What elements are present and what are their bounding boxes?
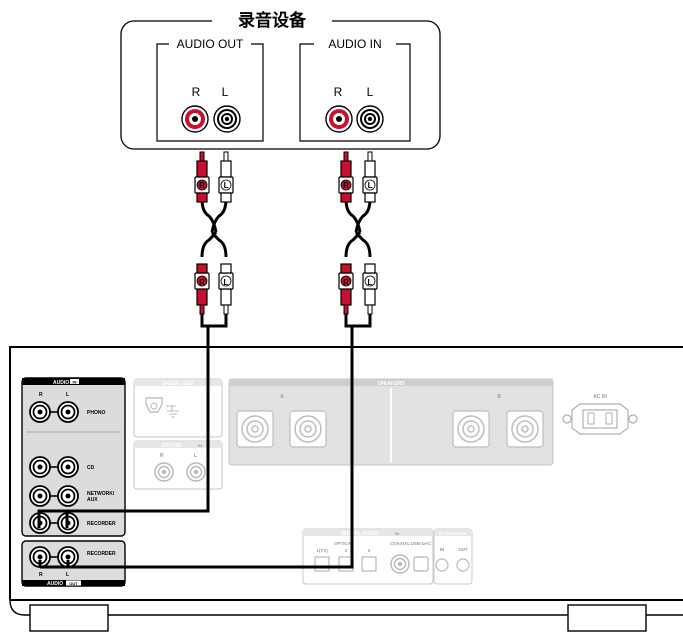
- input-recorder-label: RECORDER: [87, 521, 116, 527]
- input-aux-label: AUX: [87, 497, 98, 503]
- audio-in-r-label: R: [334, 85, 343, 99]
- ir-out-jack: [456, 558, 470, 572]
- device-outline: [120, 20, 441, 150]
- ir-in-label: IN: [440, 547, 445, 552]
- speaker-a-r-terminal: [236, 410, 274, 448]
- audio-in-l-label: L: [367, 85, 374, 99]
- audio-out-panel-label: AUDIO: [47, 581, 63, 587]
- input-cd-label: CD: [87, 465, 95, 471]
- left-foot: [29, 604, 109, 632]
- ext-pre-l-jack: [186, 462, 206, 482]
- plug-audio-in-l: L: [362, 151, 378, 203]
- plug-recorder-out-l: [362, 263, 378, 315]
- amplifier-rear-panel: AUDIO IN R L PHONO CD NETWORK/ AUX RECOR…: [9, 346, 683, 632]
- audio-out-panel: AUDIO OUT RECORDER R L: [21, 540, 126, 587]
- audio-out-l-label: L: [222, 85, 229, 99]
- audio-out-r-jack: [181, 105, 209, 133]
- plug-r-letter: R: [199, 181, 205, 190]
- speaker-a-label: A: [280, 394, 284, 400]
- right-foot: [567, 604, 647, 632]
- digital-audio-panel: DIGITAL AUDIO IN OPTICAL COAXIAL USB-DAC…: [302, 528, 434, 585]
- optical-1-port: [314, 556, 330, 572]
- audio-in-r-jack: [325, 105, 353, 133]
- signal-gnd-panel: SIGNAL GND: [133, 378, 223, 438]
- optical-3-port: [361, 556, 377, 572]
- audio-out-label: AUDIO OUT: [177, 37, 244, 51]
- coaxial-jack: [390, 554, 410, 574]
- audio-in-box: AUDIO IN R L: [299, 37, 411, 142]
- speaker-b-r-terminal: [452, 410, 490, 448]
- ir-out-label: OUT: [458, 547, 468, 552]
- ext-pre-r-jack: [154, 462, 174, 482]
- network-l-jack: [57, 485, 79, 507]
- ext-pre-r: R: [160, 453, 164, 459]
- ext-pre-badge: IN: [198, 443, 202, 448]
- digital-audio-label: DIGITAL AUDIO: [342, 531, 379, 537]
- plug-recorder-in-r: [194, 263, 210, 315]
- ir-control-label: IR CONTROL: [439, 531, 467, 536]
- phono-l-jack: [57, 401, 79, 423]
- audio-out-panel-l: L: [66, 572, 69, 578]
- plug-recorder-out-r: [338, 263, 354, 315]
- speaker-a-l-terminal: [289, 410, 327, 448]
- plug-recorder-in-l: [218, 263, 234, 315]
- plug-l-letter: L: [224, 181, 229, 190]
- upper-plugs: R L R L: [194, 151, 378, 203]
- ext-pre-panel: EXT.PRE IN R L: [133, 440, 223, 490]
- plug-audio-out-l: L: [218, 151, 234, 203]
- audio-out-r-label: R: [192, 85, 201, 99]
- lower-plugs: R L R L: [194, 263, 378, 315]
- audio-out-panel-badge: OUT: [69, 581, 78, 586]
- audio-in-l-jack: [356, 105, 384, 133]
- audio-out-l-jack: [213, 105, 241, 133]
- coaxial-label: COAXIAL: [390, 541, 411, 546]
- plug-r-letter: R: [199, 278, 205, 287]
- recording-device: 录音设备 AUDIO OUT R L AUDIO IN R L: [120, 10, 441, 150]
- network-r-jack: [29, 485, 51, 507]
- usb-dac-port: [413, 556, 429, 572]
- audio-in-panel-r: R: [39, 392, 43, 398]
- ir-in-jack: [435, 558, 449, 572]
- plug-l-letter: L: [368, 278, 373, 287]
- speakers-label: SPEAKERS: [377, 381, 405, 387]
- ac-in-label: AC IN: [593, 394, 607, 400]
- speaker-b-label: B: [497, 394, 501, 400]
- input-phono-label: PHONO: [87, 410, 105, 416]
- phono-r-jack: [29, 401, 51, 423]
- output-recorder-label: RECORDER: [87, 551, 116, 557]
- plug-r-letter: R: [343, 181, 349, 190]
- cd-r-jack: [29, 456, 51, 478]
- digital-audio-badge: IN: [395, 531, 399, 536]
- audio-in-panel-label: AUDIO: [53, 380, 69, 386]
- audio-in-panel-badge: IN: [73, 380, 77, 385]
- ac-in: AC IN: [562, 394, 638, 435]
- optical-2-label: 2: [345, 548, 348, 553]
- ext-pre-l: L: [194, 453, 197, 459]
- optical-3-label: 3: [368, 548, 371, 553]
- ir-control-panel: IR CONTROL IN OUT: [433, 528, 473, 585]
- plug-audio-in-r: R: [338, 151, 354, 203]
- optical-tv-label: 1(TV): [316, 548, 328, 553]
- plug-l-letter: L: [224, 278, 229, 287]
- audio-out-panel-r: R: [39, 572, 43, 578]
- signal-gnd-label: SIGNAL GND: [162, 381, 194, 387]
- cd-l-jack: [57, 456, 79, 478]
- audio-in-panel: AUDIO IN R L PHONO CD NETWORK/ AUX RECOR…: [21, 377, 126, 537]
- audio-in-panel-l: L: [66, 392, 69, 398]
- audio-in-label: AUDIO IN: [328, 37, 381, 51]
- plug-r-letter: R: [343, 278, 349, 287]
- audio-out-box: AUDIO OUT R L: [156, 37, 264, 142]
- input-network-label: NETWORK/: [87, 491, 115, 497]
- device-title: 录音设备: [238, 10, 307, 31]
- usb-dac-label: USB-DAC: [411, 541, 432, 546]
- plug-audio-out-r: R: [194, 151, 210, 203]
- plug-l-letter: L: [368, 181, 373, 190]
- optical-label: OPTICAL: [334, 541, 354, 546]
- ext-pre-label: EXT.PRE: [162, 443, 184, 449]
- speakers-panel: SPEAKERS A B: [228, 378, 554, 466]
- speaker-b-l-terminal: [506, 410, 544, 448]
